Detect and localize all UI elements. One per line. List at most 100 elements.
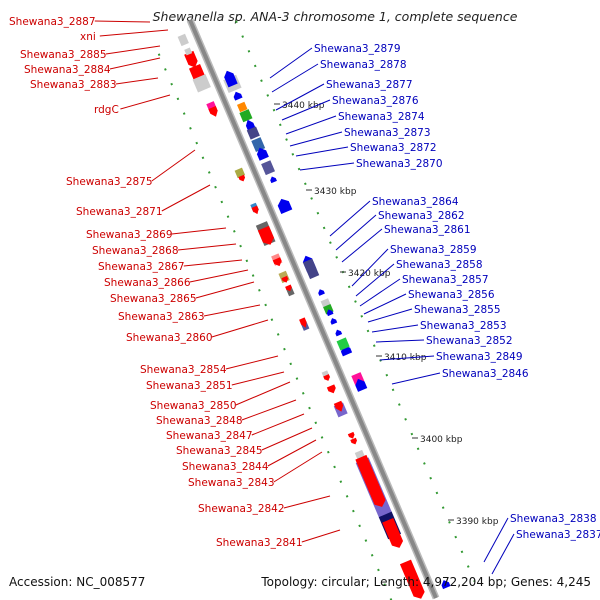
gene-shape[interactable] <box>192 74 211 93</box>
gene-shape[interactable] <box>177 33 189 47</box>
gene-label-left[interactable]: Shewana3_2845 <box>176 445 263 457</box>
gene-label-left[interactable]: Shewana3_2866 <box>104 277 191 289</box>
gene-feature[interactable] <box>208 106 219 118</box>
gene-label-left[interactable]: Shewana3_2851 <box>146 380 233 392</box>
gene-label-right[interactable]: Shewana3_2859 <box>390 244 477 256</box>
gene-label-left[interactable]: Shewana3_2844 <box>182 461 269 473</box>
gene-label-left[interactable]: Shewana3_2847 <box>166 430 253 442</box>
gene-feature[interactable] <box>246 126 260 140</box>
gene-shape[interactable] <box>350 437 358 446</box>
gene-feature[interactable] <box>382 517 405 550</box>
gene-shape[interactable] <box>334 328 343 337</box>
gene-feature[interactable] <box>251 137 266 153</box>
gene-shape[interactable] <box>399 559 427 600</box>
gene-label-left[interactable]: Shewana3_2848 <box>156 415 243 427</box>
gene-feature[interactable] <box>236 101 248 113</box>
gene-label-left[interactable]: Shewana3_2883 <box>30 79 117 91</box>
gene-label-left[interactable]: Shewana3_2863 <box>118 311 205 323</box>
gene-shape[interactable] <box>355 454 387 509</box>
gene-feature[interactable] <box>317 288 325 296</box>
gene-label-right[interactable]: Shewana3_2858 <box>396 259 483 271</box>
gene-label-right[interactable]: Shewana3_2853 <box>420 320 507 332</box>
gene-label-left[interactable]: Shewana3_2850 <box>150 400 237 412</box>
gene-label-left[interactable]: Shewana3_2871 <box>76 206 163 218</box>
gene-label-right[interactable]: Shewana3_2855 <box>414 304 501 316</box>
gene-shape[interactable] <box>329 317 338 325</box>
gene-shape[interactable] <box>272 257 283 267</box>
gene-label-right[interactable]: Shewana3_2876 <box>332 95 419 107</box>
gene-label-left[interactable]: Shewana3_2865 <box>110 293 197 305</box>
gene-shape[interactable] <box>440 579 451 590</box>
gene-shape[interactable] <box>347 431 356 440</box>
gene-label-right[interactable]: Shewana3_2870 <box>356 158 443 170</box>
gene-label-right[interactable]: Shewana3_2852 <box>426 335 513 347</box>
gene-shape[interactable] <box>326 308 334 317</box>
gene-shape[interactable] <box>317 288 325 296</box>
gene-shape[interactable] <box>236 101 248 113</box>
gene-feature[interactable] <box>285 284 293 293</box>
gene-shape[interactable] <box>302 258 320 280</box>
gene-feature[interactable] <box>333 400 345 413</box>
gene-label-left[interactable]: Shewana3_2841 <box>216 537 303 549</box>
gene-label-left[interactable]: rdgC <box>94 104 119 116</box>
gene-feature[interactable] <box>281 275 289 284</box>
gene-label-right[interactable]: Shewana3_2877 <box>326 79 413 91</box>
gene-label-right[interactable]: Shewana3_2838 <box>510 513 597 525</box>
gene-label-left[interactable]: Shewana3_2887 <box>9 16 96 28</box>
gene-label-right[interactable]: Shewana3_2846 <box>442 368 529 380</box>
gene-label-right[interactable]: Shewana3_2864 <box>372 196 459 208</box>
gene-feature[interactable] <box>232 90 243 101</box>
gene-label-left[interactable]: Shewana3_2867 <box>98 261 185 273</box>
gene-shape[interactable] <box>257 225 276 247</box>
gene-label-right[interactable]: Shewana3_2878 <box>320 59 407 71</box>
gene-shape[interactable] <box>232 90 243 101</box>
gene-feature[interactable] <box>326 384 337 394</box>
gene-label-left[interactable]: Shewana3_2843 <box>188 477 275 489</box>
gene-shape[interactable] <box>255 146 269 161</box>
gene-feature[interactable] <box>184 47 193 56</box>
gene-label-right[interactable]: Shewana3_2874 <box>338 111 425 123</box>
gene-shape[interactable] <box>246 126 260 140</box>
gene-feature[interactable] <box>334 328 343 337</box>
gene-label-right[interactable]: Shewana3_2861 <box>384 224 471 236</box>
gene-shape[interactable] <box>222 69 238 88</box>
gene-shape[interactable] <box>261 160 276 176</box>
gene-feature[interactable] <box>355 454 387 509</box>
gene-feature[interactable] <box>323 374 331 382</box>
gene-shape[interactable] <box>208 106 219 118</box>
gene-feature[interactable] <box>326 308 334 317</box>
gene-label-left[interactable]: xni <box>80 31 96 43</box>
gene-label-right[interactable]: Shewana3_2857 <box>402 274 489 286</box>
gene-shape[interactable] <box>281 275 289 284</box>
gene-label-right[interactable]: Shewana3_2879 <box>314 43 401 55</box>
gene-feature[interactable] <box>222 69 238 88</box>
gene-shape[interactable] <box>326 384 337 394</box>
gene-label-right[interactable]: Shewana3_2849 <box>436 351 523 363</box>
gene-feature[interactable] <box>299 317 308 329</box>
gene-feature[interactable] <box>302 258 320 280</box>
gene-shape[interactable] <box>299 317 308 329</box>
gene-label-left[interactable]: Shewana3_2869 <box>86 229 173 241</box>
gene-shape[interactable] <box>382 517 405 550</box>
gene-shape[interactable] <box>239 109 253 123</box>
gene-shape[interactable] <box>333 400 345 413</box>
gene-label-right[interactable]: Shewana3_2873 <box>344 127 431 139</box>
gene-feature[interactable] <box>269 175 277 184</box>
gene-label-right[interactable]: Shewana3_2872 <box>350 142 437 154</box>
gene-label-left[interactable]: Shewana3_2842 <box>198 503 285 515</box>
gene-feature[interactable] <box>257 225 276 247</box>
gene-feature[interactable] <box>440 579 451 590</box>
gene-shape[interactable] <box>336 337 350 351</box>
gene-label-left[interactable]: Shewana3_2885 <box>20 49 107 61</box>
gene-shape[interactable] <box>251 137 266 153</box>
gene-label-left[interactable]: Shewana3_2875 <box>66 176 153 188</box>
gene-feature[interactable] <box>251 205 261 216</box>
gene-shape[interactable] <box>323 374 331 382</box>
gene-shape[interactable] <box>276 196 293 215</box>
gene-feature[interactable] <box>336 337 350 351</box>
gene-feature[interactable] <box>276 196 293 215</box>
gene-feature[interactable] <box>353 377 368 392</box>
gene-feature[interactable] <box>255 146 269 161</box>
gene-feature[interactable] <box>347 431 356 440</box>
gene-label-left[interactable]: Shewana3_2868 <box>92 245 179 257</box>
